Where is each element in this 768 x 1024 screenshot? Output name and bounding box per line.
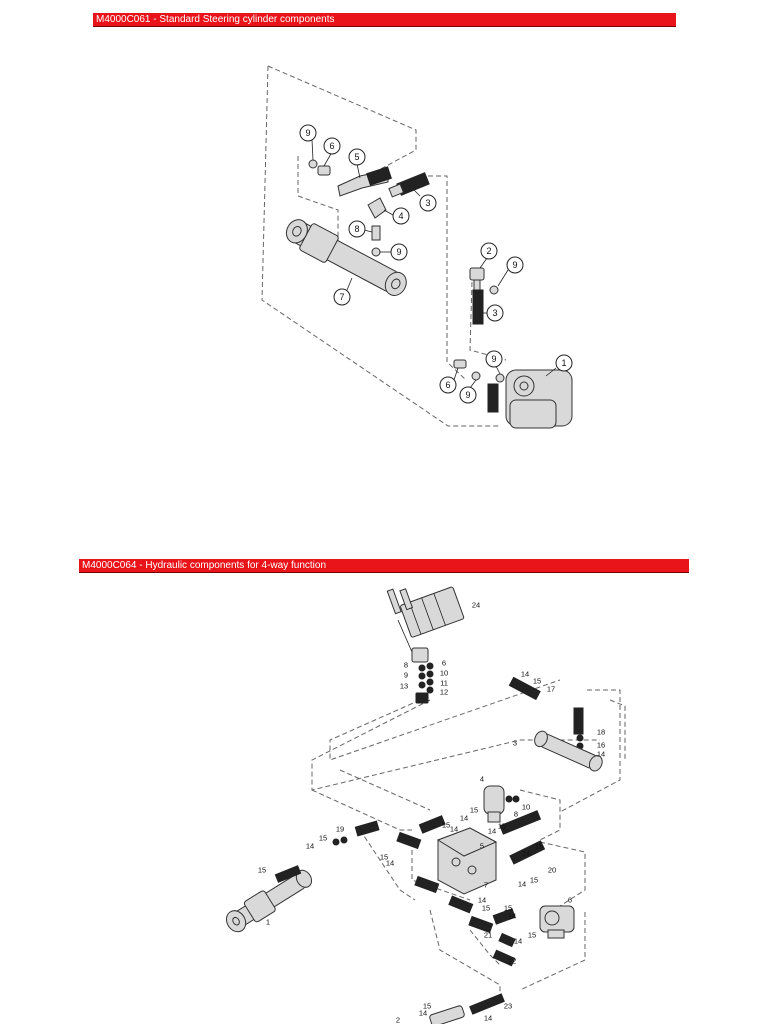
- callout-number: 2: [396, 1016, 400, 1024]
- callout: 6: [323, 137, 341, 167]
- callout-number: 5: [354, 152, 359, 162]
- callout-number: 3: [513, 739, 517, 748]
- callout-number: 14: [306, 842, 314, 851]
- callout: 9: [299, 124, 317, 161]
- callout-number: 15: [258, 866, 266, 875]
- callout-number: 8: [354, 224, 359, 234]
- callout-number: 5: [480, 842, 484, 851]
- callout-number: 15: [528, 931, 536, 940]
- callout-number: 22: [508, 957, 516, 966]
- callout-number: 15: [319, 834, 327, 843]
- callout-number: 14: [478, 896, 486, 905]
- section-header-hydraulic-4-way: M4000C064 - Hydraulic components for 4-w…: [79, 559, 689, 573]
- callout-number: 9: [404, 671, 408, 680]
- callout-number: 21: [484, 931, 492, 940]
- callout-number: 14: [522, 849, 530, 858]
- callout-number: 14: [597, 750, 605, 759]
- callout: 9: [459, 379, 477, 404]
- callout-number: 14: [514, 937, 522, 946]
- callout-number: 16: [597, 741, 605, 750]
- callout-number: 19: [336, 825, 344, 834]
- callout-number: 2: [486, 246, 491, 256]
- callout-number: 1: [561, 358, 566, 368]
- callout-number: 14: [419, 1009, 427, 1018]
- callout-number: 8: [404, 661, 408, 670]
- callout-number: 24: [472, 601, 480, 610]
- callout-number: 6: [445, 380, 450, 390]
- callout-number: 9: [396, 247, 401, 257]
- callout-number: 9: [465, 390, 470, 400]
- section-header-steering-cylinder: M4000C061 - Standard Steering cylinder c…: [93, 13, 676, 27]
- callout-number: 14: [508, 912, 516, 921]
- callout-number: 4: [398, 211, 403, 221]
- callout-number: 4: [480, 775, 484, 784]
- callout-number: 10: [522, 803, 530, 812]
- callout-number: 8: [514, 810, 518, 819]
- callout-number: 15: [470, 806, 478, 815]
- callout: 7: [333, 277, 353, 306]
- callout-number: 9: [512, 260, 517, 270]
- hydraulic-4-way-diagram: 24 8 9 13 6 10 11 12 14 15 17 18 16 14 3…: [225, 586, 626, 1024]
- callout-number: 14: [521, 670, 529, 679]
- callout: 9: [485, 350, 503, 375]
- callout-number: 15: [423, 1002, 431, 1011]
- callout-number: 15: [482, 904, 490, 913]
- callout: 4: [383, 207, 410, 225]
- callout-number: 14: [488, 827, 496, 836]
- callout-number: 6: [442, 659, 446, 668]
- callout-number: 14: [386, 859, 394, 868]
- callout-number: 15: [535, 842, 543, 851]
- callout-number: 18: [597, 728, 605, 737]
- callout-number: 20: [548, 866, 556, 875]
- callout: 2: [479, 242, 498, 269]
- callout-number: 15: [380, 853, 388, 862]
- callout-number: 6: [568, 896, 572, 905]
- callout-number: 9: [305, 128, 310, 138]
- callout-number: 3: [425, 198, 430, 208]
- callout: 8: [348, 220, 373, 238]
- callout-number: 12: [440, 688, 448, 697]
- callout-number: 1: [266, 918, 270, 927]
- callout-number: 15: [442, 821, 450, 830]
- callout-number: 3: [492, 308, 497, 318]
- callout-number: 15: [530, 876, 538, 885]
- callout: 3: [409, 185, 437, 212]
- callout: 5: [348, 148, 366, 179]
- callout-number: 14: [484, 1014, 492, 1023]
- callout-number: 14: [450, 825, 458, 834]
- callout-number: 15: [504, 904, 512, 913]
- callout-number: 7: [339, 292, 344, 302]
- callout-labels: 24 8 9 13 6 10 11 12 14 15 17 18 16 14 3…: [258, 601, 605, 1024]
- callout: 9: [380, 243, 408, 261]
- callout: 3: [483, 304, 504, 322]
- callout-number: 15: [498, 822, 506, 831]
- callout-number: 6: [329, 141, 334, 151]
- callout-number: 10: [440, 669, 448, 678]
- callout: 6: [439, 367, 459, 394]
- callout-number: 14: [518, 880, 526, 889]
- steering-cylinder-diagram: 9 6 5 3 4 8 9: [261, 65, 573, 429]
- callout-number: 23: [504, 1002, 512, 1011]
- callout-number: 17: [547, 685, 555, 694]
- callout-number: 7: [484, 881, 488, 890]
- callout: 9: [497, 256, 524, 287]
- callout-number: 11: [440, 679, 448, 688]
- callout-number: 14: [460, 814, 468, 823]
- callout-number: 15: [533, 677, 541, 686]
- callout-number: 9: [491, 354, 496, 364]
- callout: 1: [545, 354, 573, 377]
- callout-number: 13: [400, 682, 408, 691]
